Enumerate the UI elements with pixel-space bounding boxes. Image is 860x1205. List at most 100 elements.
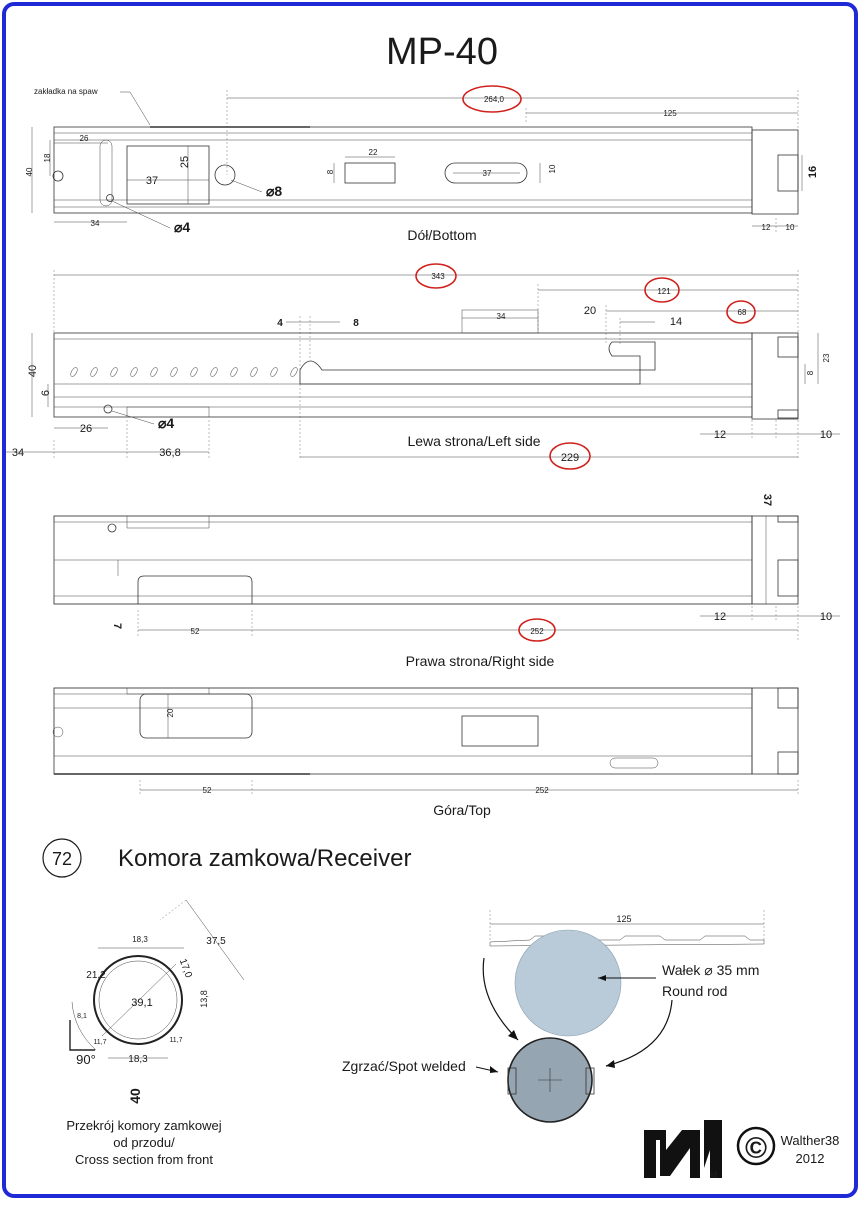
copyright-circle [736, 1126, 776, 1166]
hole-8 [214, 164, 236, 186]
label-hole-8: ⌀8 [266, 183, 282, 199]
dim-37-5: 37,5 [206, 936, 226, 947]
svg-text:M: M [710, 1170, 718, 1180]
label-hole-4: ⌀4 [174, 219, 190, 235]
dim-52-right: 52 [191, 627, 200, 636]
dim-16: 16 [807, 166, 819, 178]
red-mark-68 [726, 300, 756, 324]
dim-26: 26 [80, 134, 89, 143]
dim-8-left: 8 [353, 318, 359, 329]
dim-12: 12 [762, 223, 771, 232]
author: Walther38 [781, 1133, 840, 1148]
label-hole-4-left: ⌀4 [158, 415, 174, 431]
hole-row [70, 367, 298, 377]
copyright-symbol: © [745, 1132, 767, 1165]
dim-252-top: 252 [535, 786, 549, 795]
dim-11-7a: 11,7 [93, 1039, 106, 1046]
dim-34: 34 [91, 219, 100, 228]
dim-8-1: 8,1 [77, 1013, 87, 1020]
dim-229: 229 [561, 452, 579, 464]
dim-6: 6 [40, 390, 52, 396]
dim-40-left: 40 [27, 365, 39, 377]
dim-17-0: 17,0 [177, 957, 194, 979]
dim-21-2: 21,2 [86, 970, 106, 981]
dim-10-right: 10 [820, 611, 832, 623]
page-title: MP-40 [386, 31, 498, 73]
dim-13-8: 13,8 [199, 990, 209, 1008]
dim-20: 20 [584, 305, 596, 317]
bottom-view: zakładka na spaw 264,0 125 26 40 18 37 2… [25, 85, 819, 243]
left-body [53, 332, 753, 418]
dim-12-right: 12 [714, 611, 726, 623]
red-mark-229 [549, 442, 591, 470]
year: 2012 [796, 1151, 825, 1166]
dim-125-rod: 125 [616, 914, 631, 924]
red-mark-264 [462, 85, 522, 113]
dim-34-left: 34 [497, 312, 506, 321]
section-circle [93, 955, 183, 1045]
dim-bottom-overall: 264,0 [484, 95, 505, 104]
dim-37: 37 [146, 175, 158, 187]
flat-sheet [489, 935, 765, 947]
dim-25: 25 [179, 156, 191, 168]
dim-343: 343 [431, 272, 445, 281]
dim-37-right: 37 [761, 494, 773, 506]
round-rod [514, 929, 622, 1037]
dim-8b: 8 [806, 370, 815, 375]
cross-section: 18,3 37,5 21,2 17,0 39,1 13,8 8,1 11,7 1… [66, 899, 245, 1167]
caption-right-side: Prawa strona/Right side [406, 653, 555, 669]
dim-18-3-top: 18,3 [132, 935, 148, 944]
dim-252-right: 252 [530, 627, 544, 636]
bottom-window [126, 145, 210, 205]
tab-label: zakładka na spaw [34, 87, 98, 96]
left-side-view: 343 121 68 34 20 14 4 8 40 6 23 8 26 [6, 263, 840, 470]
caption-top: Góra/Top [433, 802, 491, 818]
rod-label-en: Round rod [662, 983, 727, 999]
top-view: 20 52 252 Góra/Top [52, 687, 799, 818]
dim-8: 8 [326, 169, 335, 174]
red-mark-343 [415, 263, 457, 289]
weld-label: Zgrzać/Spot welded [342, 1058, 466, 1074]
dim-37b: 37 [483, 169, 492, 178]
angle-90: 90° [76, 1052, 96, 1067]
dim-20-top: 20 [166, 708, 175, 717]
dim-23: 23 [822, 353, 831, 362]
dim-12-left: 12 [714, 429, 726, 441]
dim-18-3-bottom: 18,3 [128, 1054, 148, 1065]
rod-forming: 125 Wałek ⌀ 35 mm Round rod Zgrzać/Spot … [342, 910, 765, 1123]
part-number: 72 [52, 849, 72, 869]
dim-18: 18 [43, 153, 52, 162]
dim-10b: 10 [786, 223, 795, 232]
dim-125: 125 [663, 109, 677, 118]
dim-14: 14 [670, 316, 682, 328]
dim-4: 4 [277, 318, 283, 329]
dim-121: 121 [657, 287, 671, 296]
top-body [53, 687, 753, 775]
dim-40: 40 [25, 167, 34, 176]
dim-22: 22 [369, 148, 378, 157]
section-caption-1: Przekrój komory zamkowej [66, 1118, 221, 1133]
section-caption-3: Cross section from front [75, 1152, 213, 1167]
caption-bottom: Dół/Bottom [407, 227, 476, 243]
dim-11-7b: 11,7 [169, 1037, 182, 1044]
caption-left-side: Lewa strona/Left side [407, 433, 540, 449]
top-window [139, 693, 253, 739]
dim-52-top: 52 [203, 786, 212, 795]
bottom-end-block [751, 129, 799, 215]
red-mark-252 [518, 618, 556, 642]
dim-39-1: 39,1 [131, 997, 152, 1009]
rod-label: Wałek ⌀ 35 mm [662, 962, 759, 978]
bottom-end-cap [777, 154, 799, 192]
dim-10: 10 [548, 164, 557, 173]
dim-26-left: 26 [80, 423, 92, 435]
red-mark-121 [644, 277, 680, 303]
right-side-view: 37 7 52 252 12 10 Prawa strona/Right sid… [53, 494, 840, 669]
logo: M [642, 1120, 722, 1180]
dim-34b: 34 [12, 447, 24, 459]
dim-68: 68 [738, 308, 747, 317]
section-caption-2: od przodu/ [113, 1135, 175, 1150]
dim-10-left: 10 [820, 429, 832, 441]
